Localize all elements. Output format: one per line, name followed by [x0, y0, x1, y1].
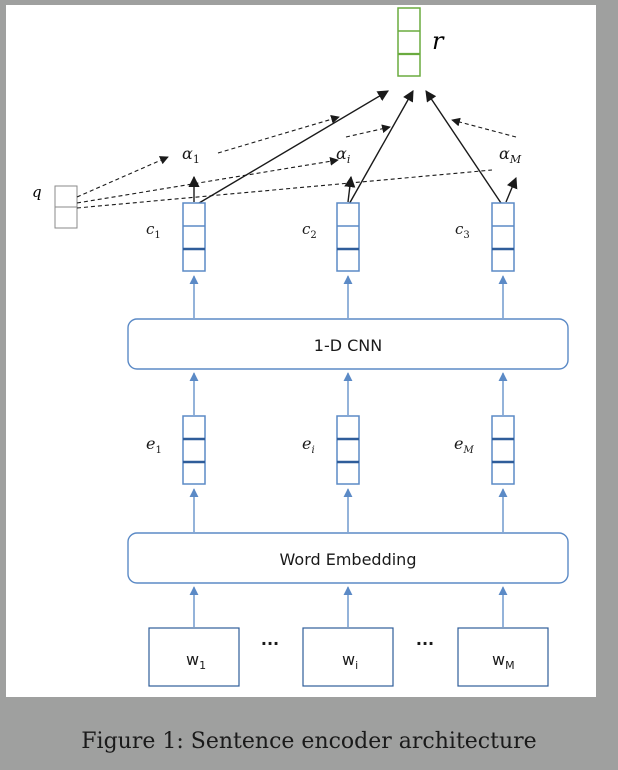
conv-label-c1: c1	[146, 220, 161, 241]
word-embedding-layer-label: Word Embedding	[280, 550, 417, 569]
figure-panel: r q α1 αi αM	[6, 5, 596, 697]
embedding-label-e1: e1	[146, 434, 162, 456]
embedding-label-em: eM	[454, 434, 474, 456]
architecture-diagram: r q α1 αi αM	[32, 7, 569, 687]
cnn-layer-box	[127, 318, 569, 370]
cnn-to-conv-arrows	[189, 275, 508, 318]
words-to-embedding-arrows	[189, 586, 508, 627]
conv-label-c3: c3	[455, 220, 470, 241]
query-label-q: q	[32, 183, 42, 201]
query-vector-q	[54, 185, 78, 229]
embedding-label-ei: ei	[302, 434, 315, 456]
cnn-layer-label: 1-D CNN	[314, 336, 382, 355]
word-embedding-layer-box	[127, 532, 569, 584]
alpha-label-i: αi	[336, 144, 350, 166]
embedding-vector-em	[491, 415, 515, 485]
alpha-to-output-links	[217, 115, 517, 154]
alpha-label-1: α1	[182, 144, 200, 166]
word-label-wi: wi	[342, 650, 358, 672]
query-attention-links	[76, 156, 493, 209]
embedding-to-cnn-arrows	[189, 372, 508, 415]
word-label-w1: w1	[186, 650, 206, 672]
conv-to-output-links	[193, 90, 504, 207]
ellipsis-left: ...	[261, 630, 279, 649]
ellipsis-right: ...	[416, 630, 434, 649]
word-label-wm: wM	[492, 650, 515, 672]
alpha-label-m: αM	[499, 144, 522, 166]
conv-label-c2: c2	[302, 220, 317, 241]
caption-text: Sentence encoder architecture	[190, 729, 537, 754]
embedding-vector-e1	[182, 415, 206, 485]
caption-label: Figure 1:	[81, 729, 184, 754]
word-embedding-to-e-arrows	[189, 488, 508, 532]
word-box-wm	[457, 627, 549, 687]
output-label-r: r	[432, 27, 445, 55]
conv-to-alpha-arrows	[188, 175, 518, 203]
conv-vector-c1	[182, 202, 206, 272]
figure-caption: Figure 1: Sentence encoder architecture	[0, 729, 618, 754]
word-box-wi	[302, 627, 394, 687]
word-box-w1	[148, 627, 240, 687]
conv-vector-c3	[491, 202, 515, 272]
conv-vector-c2	[336, 202, 360, 272]
output-vector-r	[397, 7, 421, 77]
embedding-vector-ei	[336, 415, 360, 485]
